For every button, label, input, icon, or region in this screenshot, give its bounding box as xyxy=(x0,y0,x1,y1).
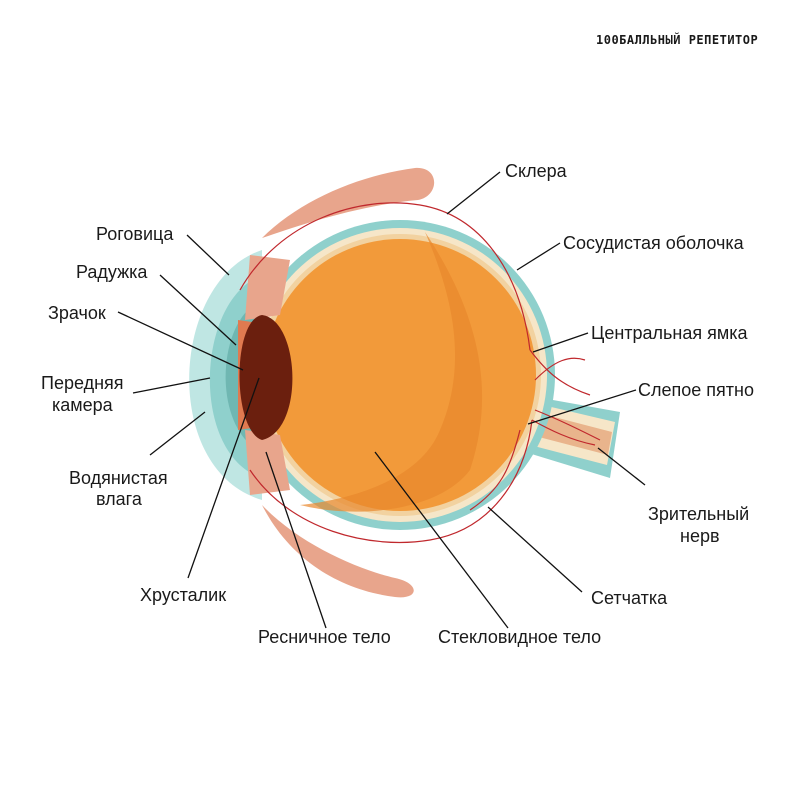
label-pupil: Зрачок xyxy=(48,303,106,323)
label-optic-nerve-1: Зрительный xyxy=(648,504,749,524)
label-cornea: Роговица xyxy=(96,224,174,244)
label-choroid: Сосудистая оболочка xyxy=(563,233,745,253)
vitreous-body xyxy=(264,239,536,511)
label-lens: Хрусталик xyxy=(140,585,226,605)
leader-lines xyxy=(117,171,646,629)
lens xyxy=(239,315,293,440)
label-anterior-1: Передняя xyxy=(41,373,124,393)
label-sclera: Склера xyxy=(505,161,568,181)
label-aqueous-1: Водянистая xyxy=(69,468,168,488)
label-aqueous-2: влага xyxy=(96,489,143,509)
label-vitreous: Стекловидное тело xyxy=(438,627,601,647)
blood-vessels xyxy=(239,202,601,543)
label-optic-nerve-2: нерв xyxy=(680,526,720,546)
vitreous-shade xyxy=(300,232,483,512)
label-iris: Радужка xyxy=(76,262,148,282)
label-anterior-2: камера xyxy=(52,395,114,415)
lower-eye-muscle xyxy=(262,505,414,598)
ciliary-body xyxy=(245,255,290,320)
upper-eye-muscle xyxy=(262,167,435,238)
brand-logo: 100БАЛЛЬНЫЙ РЕПЕТИТОР xyxy=(596,32,758,47)
label-retina: Сетчатка xyxy=(591,588,668,608)
label-ciliary-body: Ресничное тело xyxy=(258,627,391,647)
label-fovea: Центральная ямка xyxy=(591,323,749,343)
label-blind-spot: Слепое пятно xyxy=(638,380,754,400)
